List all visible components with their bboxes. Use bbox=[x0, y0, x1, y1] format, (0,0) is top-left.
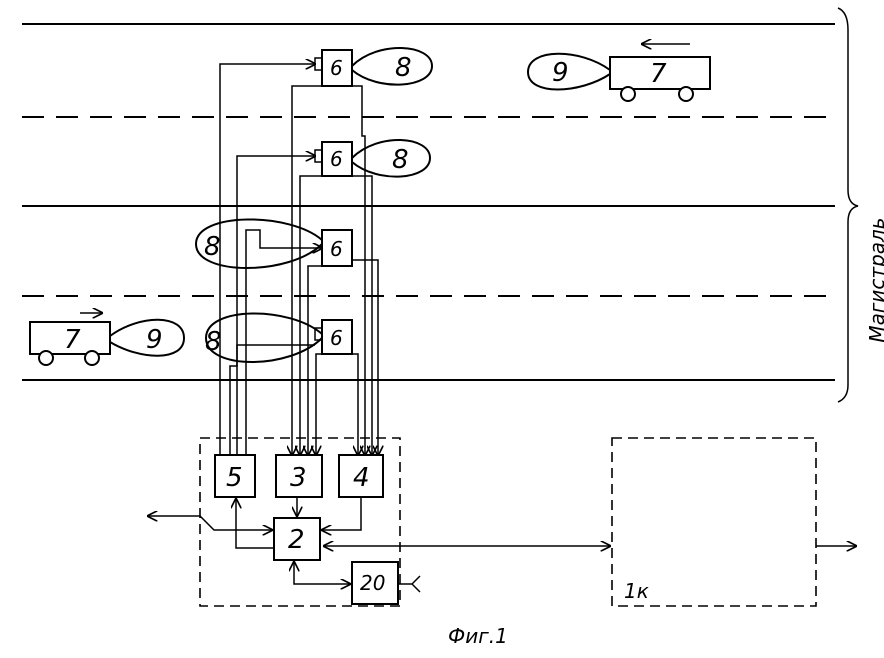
roadside-unit: 5 3 4 2 20 bbox=[148, 437, 421, 607]
zone-label: 8 bbox=[395, 53, 412, 83]
signal-line bbox=[345, 353, 358, 455]
vehicle-label: 7 bbox=[64, 325, 81, 355]
detection-zone-lobe bbox=[351, 47, 434, 86]
figure-caption: Фиг.1 bbox=[448, 624, 508, 648]
control-line bbox=[219, 64, 315, 455]
vehicle-bottom: 9 7 bbox=[29, 313, 186, 366]
vehicle-zone-label: 9 bbox=[552, 58, 569, 88]
external-io-link bbox=[148, 516, 272, 530]
vehicle-top: 9 7 bbox=[526, 44, 711, 102]
control-wiring bbox=[219, 64, 322, 455]
link-4-2 bbox=[322, 497, 362, 530]
signal-line bbox=[316, 353, 332, 455]
vehicle-wheel bbox=[678, 86, 694, 102]
sensor-label: 6 bbox=[330, 56, 343, 80]
zone-label: 8 bbox=[204, 232, 221, 262]
signal-wiring bbox=[292, 85, 378, 455]
vehicle-label: 7 bbox=[650, 59, 667, 89]
sensor-label: 6 bbox=[330, 326, 343, 350]
vehicle-wheel bbox=[38, 350, 54, 366]
block-3-label: 3 bbox=[290, 463, 307, 493]
detection-zone-lobe bbox=[351, 139, 432, 178]
sensor-2: 6 8 bbox=[314, 139, 432, 178]
block-20 bbox=[351, 561, 399, 605]
block-4-label: 4 bbox=[353, 463, 370, 493]
sensor-box bbox=[321, 319, 353, 355]
block-2-controller bbox=[273, 517, 321, 561]
zone-label: 8 bbox=[205, 327, 222, 357]
signal-line bbox=[345, 85, 365, 455]
signal-line bbox=[300, 175, 330, 455]
vehicle-wheel bbox=[84, 350, 100, 366]
roadside-unit-frame bbox=[199, 437, 401, 607]
block-3 bbox=[275, 454, 323, 498]
sensor-label: 6 bbox=[330, 237, 343, 261]
vehicle-wheel bbox=[620, 86, 636, 102]
vehicle-zone-label: 9 bbox=[146, 325, 163, 355]
detection-zone-lobe bbox=[194, 218, 323, 269]
vehicle-zone-lobe bbox=[109, 318, 186, 357]
sensor-1: 6 8 bbox=[314, 47, 434, 87]
link-2-20 bbox=[294, 562, 350, 584]
vehicle-body bbox=[609, 56, 711, 90]
sensor-4: 6 8 bbox=[204, 312, 353, 363]
signal-line bbox=[352, 259, 378, 455]
sensor-box bbox=[321, 49, 353, 87]
detection-zone-lobe bbox=[204, 312, 323, 363]
central-unit-frame bbox=[611, 437, 817, 607]
control-line bbox=[245, 229, 322, 455]
sensor-connector bbox=[314, 327, 322, 341]
sensor-label: 6 bbox=[330, 147, 343, 171]
signal-line bbox=[345, 175, 372, 455]
block-2-label: 2 bbox=[288, 525, 305, 555]
link-2-5 bbox=[236, 499, 274, 549]
antenna-symbol bbox=[398, 575, 421, 593]
block-5 bbox=[214, 454, 256, 498]
sensor-connector bbox=[314, 57, 322, 71]
vehicle-body bbox=[29, 321, 111, 355]
signal-line bbox=[292, 85, 330, 455]
highway-brace bbox=[837, 7, 859, 403]
control-line bbox=[236, 156, 315, 455]
vehicle-zone-lobe bbox=[526, 52, 611, 91]
central-unit-label: 1к bbox=[624, 579, 649, 603]
road-label: Магистраль bbox=[865, 217, 884, 342]
sensor-box bbox=[321, 141, 353, 177]
sensor-connector bbox=[314, 149, 322, 163]
signal-line bbox=[308, 265, 332, 455]
block-5-label: 5 bbox=[226, 463, 243, 493]
zone-label: 8 bbox=[392, 145, 409, 175]
control-line bbox=[229, 344, 315, 455]
highway-lanes: Магистраль bbox=[22, 7, 884, 403]
block-20-label: 20 bbox=[360, 571, 385, 595]
central-unit: 1к bbox=[324, 437, 856, 607]
